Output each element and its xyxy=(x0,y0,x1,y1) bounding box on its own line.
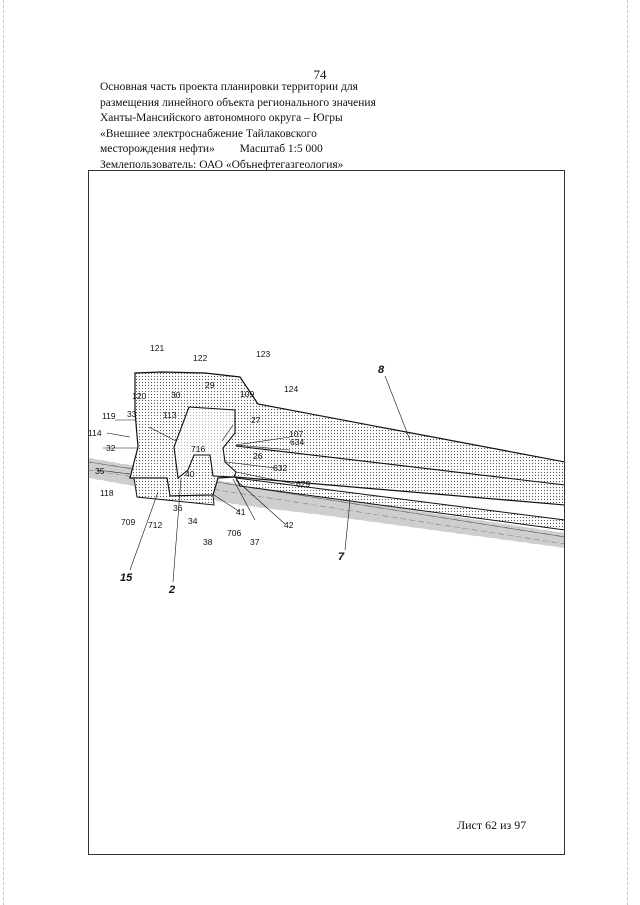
point-label: 114 xyxy=(88,428,102,438)
point-label: 27 xyxy=(251,415,261,425)
point-label: 632 xyxy=(273,463,287,473)
point-label: 34 xyxy=(188,516,198,526)
header-line-1: Основная часть проекта планировки террит… xyxy=(100,81,358,93)
page-number: 74 xyxy=(313,67,327,82)
header-line-4: «Внешнее электроснабжение Тайлаковского xyxy=(100,127,317,140)
point-label: 120 xyxy=(132,391,146,401)
point-label: 119 xyxy=(102,411,116,421)
point-label: 121 xyxy=(150,343,164,353)
point-label: 26 xyxy=(253,451,263,461)
point-label: 38 xyxy=(203,537,213,547)
contour-number-15: 15 xyxy=(120,572,133,584)
point-label: 40 xyxy=(185,469,195,479)
point-label: 107 xyxy=(289,429,303,439)
point-label: 706 xyxy=(227,528,241,538)
point-label: 33 xyxy=(127,409,137,419)
document-header: Основная часть проекта планировки террит… xyxy=(100,80,420,173)
scale-label: Масштаб 1:5 000 xyxy=(239,143,323,155)
point-label: 629 xyxy=(296,479,310,489)
scan-edge-line xyxy=(3,0,4,905)
point-label: 124 xyxy=(284,384,298,394)
point-label: 712 xyxy=(148,520,162,530)
map-frame xyxy=(88,170,565,855)
sheet-number: Лист 62 из 97 xyxy=(457,818,527,832)
contour-number-8: 8 xyxy=(378,364,385,376)
point-label: 709 xyxy=(121,517,135,527)
contour-number-2: 2 xyxy=(168,584,175,596)
header-line-5: месторождения нефти» Масштаб 1:5 000 xyxy=(100,142,420,158)
point-label: 32 xyxy=(106,443,116,453)
point-label: 36 xyxy=(173,503,183,513)
point-label: 37 xyxy=(250,537,260,547)
scan-edge-line xyxy=(627,0,628,905)
point-label: 35 xyxy=(95,466,105,476)
allotment-polygon-15 xyxy=(133,477,215,506)
point-label: 634 xyxy=(290,437,304,447)
point-label: 42 xyxy=(284,520,294,530)
road-edge xyxy=(89,469,564,545)
header-line-2: размещения линейного объекта регионально… xyxy=(100,96,376,109)
land-user-line: Землепользователь: ОАО «Обънефтегазгеоло… xyxy=(100,158,344,171)
object-name-end: месторождения нефти» xyxy=(100,143,215,155)
boundary-line xyxy=(235,445,564,486)
leader-lines xyxy=(96,375,411,583)
header-line-3: Ханты-Мансийского автономного округа – Ю… xyxy=(100,112,343,124)
point-label: 716 xyxy=(191,444,205,454)
point-label: 30 xyxy=(171,390,181,400)
contour-number-7: 7 xyxy=(338,551,345,563)
point-label: 123 xyxy=(256,349,270,359)
point-label: 41 xyxy=(236,507,246,517)
point-label: 109 xyxy=(240,389,254,399)
point-label: 122 xyxy=(193,353,207,363)
point-label: 118 xyxy=(100,488,114,498)
inner-corridor xyxy=(173,406,237,480)
point-label: 113 xyxy=(163,410,177,420)
allotment-polygon-7 xyxy=(235,477,564,531)
point-label: 29 xyxy=(205,380,215,390)
